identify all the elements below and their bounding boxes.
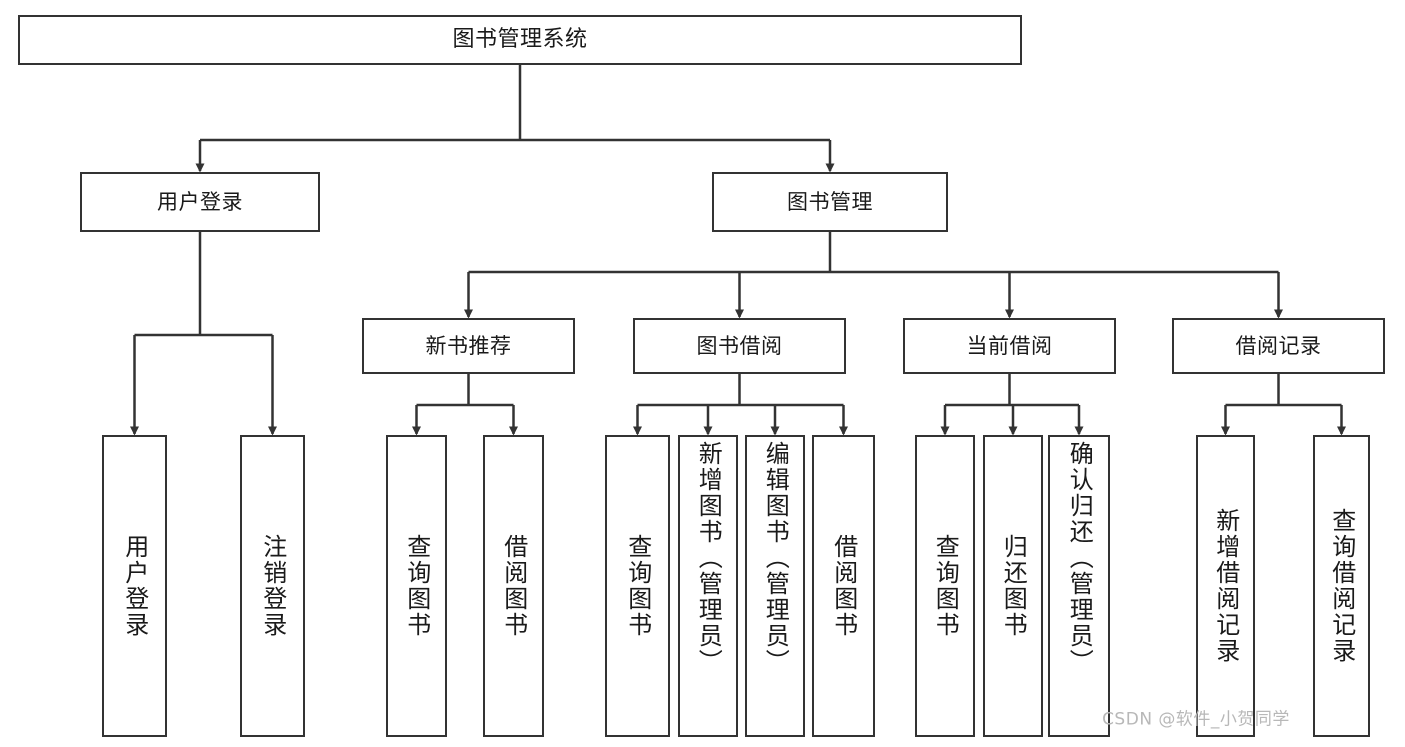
node-l3-query-record[interactable]: 查询借阅记录	[1313, 435, 1370, 737]
node-label: 新增图书（管理员）	[694, 441, 723, 675]
node-l1-user-login[interactable]: 用户登录	[80, 172, 320, 232]
node-label: 新增借阅记录	[1211, 508, 1240, 664]
node-label: 用户登录	[157, 189, 243, 214]
watermark-text: CSDN @软件_小贺同学	[1102, 709, 1290, 730]
node-label: 编辑图书（管理员）	[761, 441, 790, 675]
node-label: 借阅图书	[829, 534, 858, 638]
node-l3-query-book-b[interactable]: 查询图书	[605, 435, 670, 737]
node-l2-current-borrow[interactable]: 当前借阅	[903, 318, 1116, 374]
node-l3-add-record[interactable]: 新增借阅记录	[1196, 435, 1255, 737]
node-label: 图书借阅	[696, 333, 783, 358]
node-root[interactable]: 图书管理系统	[18, 15, 1022, 65]
node-label: 当前借阅	[966, 333, 1053, 358]
node-l3-return-book[interactable]: 归还图书	[983, 435, 1043, 737]
node-l3-query-book-a[interactable]: 查询图书	[386, 435, 447, 737]
edge-group	[130, 65, 1346, 436]
node-l3-borrow-book-a[interactable]: 借阅图书	[483, 435, 544, 737]
node-label: 查询图书	[623, 534, 652, 638]
node-label: 查询图书	[931, 534, 960, 638]
node-l3-add-book[interactable]: 新增图书（管理员）	[678, 435, 738, 737]
node-label: 注销登录	[258, 534, 287, 638]
node-l3-borrow-book-b[interactable]: 借阅图书	[812, 435, 875, 737]
node-label: 确认归还（管理员）	[1065, 441, 1094, 675]
node-label: 查询借阅记录	[1327, 508, 1356, 664]
node-label: 新书推荐	[425, 333, 512, 358]
node-l3-logout[interactable]: 注销登录	[240, 435, 305, 737]
node-l3-user-login[interactable]: 用户登录	[102, 435, 167, 737]
node-l1-book-mgmt[interactable]: 图书管理	[712, 172, 948, 232]
node-label: 查询图书	[402, 534, 431, 638]
node-l2-new-book-rec[interactable]: 新书推荐	[362, 318, 575, 374]
node-label: 借阅记录	[1235, 333, 1322, 358]
node-l3-query-book-c[interactable]: 查询图书	[915, 435, 975, 737]
node-label: 借阅图书	[499, 534, 528, 638]
node-l2-borrow-record[interactable]: 借阅记录	[1172, 318, 1385, 374]
node-label: 用户登录	[120, 534, 149, 638]
node-l3-edit-book[interactable]: 编辑图书（管理员）	[745, 435, 805, 737]
node-l3-confirm-return[interactable]: 确认归还（管理员）	[1048, 435, 1110, 737]
node-l2-book-borrow[interactable]: 图书借阅	[633, 318, 846, 374]
node-label: 图书管理系统	[452, 27, 588, 53]
node-label: 图书管理	[787, 189, 873, 214]
node-label: 归还图书	[999, 534, 1028, 638]
